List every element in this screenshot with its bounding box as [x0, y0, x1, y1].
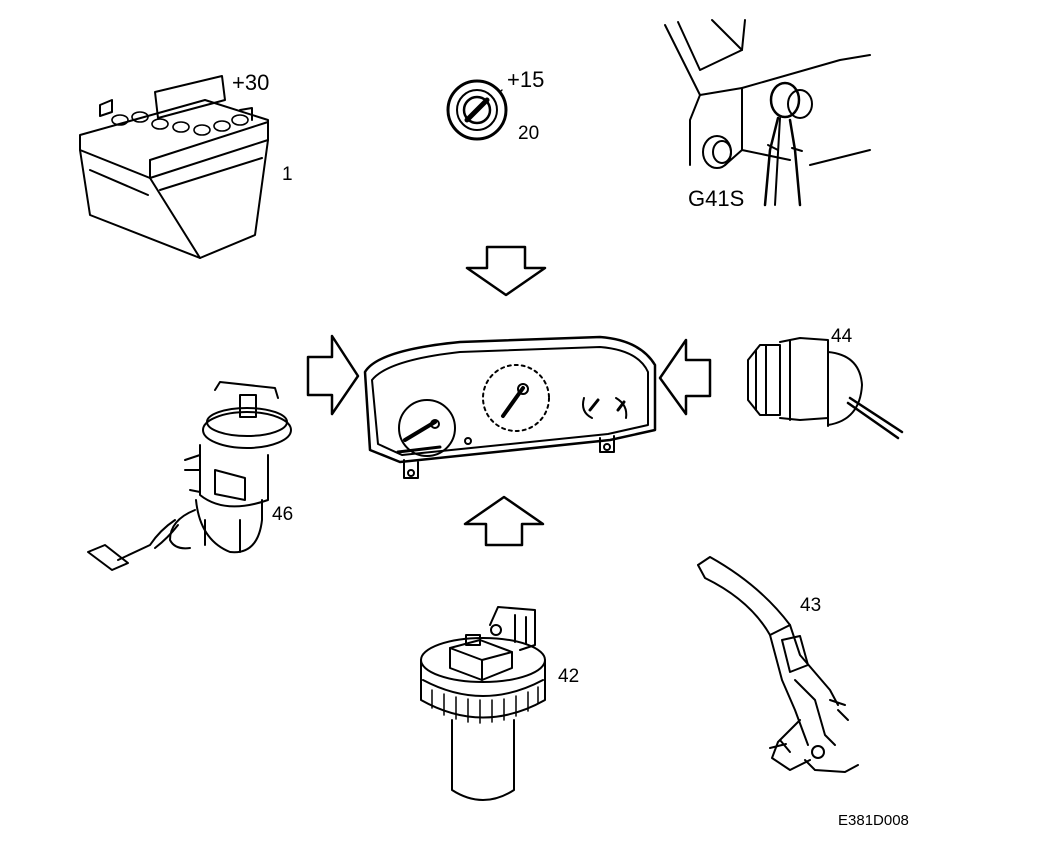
reservoir-drawing: [420, 606, 546, 801]
ignition-terminal-label: +15: [507, 67, 545, 92]
arrow-up: [463, 495, 545, 547]
battery-terminal-label: +30: [232, 70, 270, 95]
reservoir-number-label: 42: [558, 666, 580, 687]
sensor-drawing: [747, 337, 904, 440]
arrow-right: [306, 334, 360, 416]
fuel-pump-drawing: [87, 381, 292, 571]
handbrake-drawing: [697, 556, 859, 773]
arrow-left: [658, 338, 712, 416]
handbrake-number-label: 43: [800, 595, 822, 616]
ignition-switch-drawing: [446, 79, 508, 141]
ground-point-label: G41S: [688, 186, 745, 211]
ground-point-drawing: [664, 19, 871, 207]
figure-code-label: E381D008: [838, 812, 909, 829]
sensor-number-label: 44: [831, 326, 853, 347]
ignition-number-label: 20: [518, 123, 540, 144]
fuel-pump-number-label: 46: [272, 504, 294, 525]
instrument-cluster-drawing: [363, 335, 657, 479]
arrow-down: [465, 245, 547, 297]
battery-number-label: 1: [282, 164, 293, 185]
battery-drawing: [79, 75, 269, 259]
